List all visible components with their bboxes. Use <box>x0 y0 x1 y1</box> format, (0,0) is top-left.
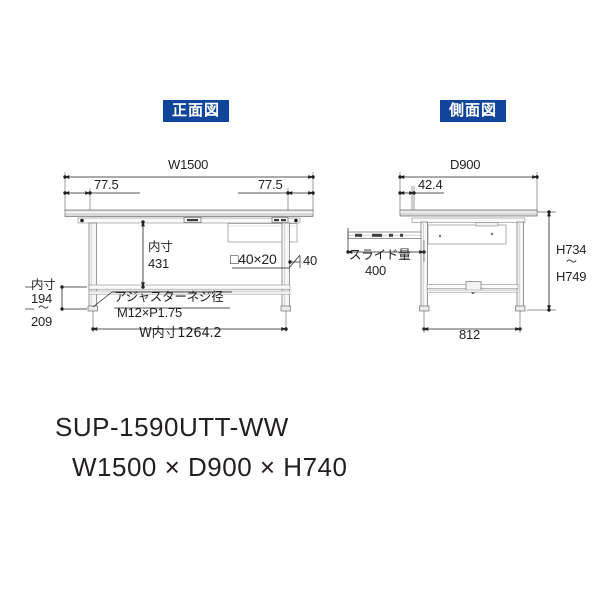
dim-leg-span <box>422 311 522 333</box>
front-corner-dot-left <box>80 218 84 223</box>
dim-label-adjust-range-title: 内寸 <box>31 277 56 292</box>
dim-label-slide-value: 400 <box>365 263 387 278</box>
dim-label-left-offset: 77.5 <box>94 177 119 192</box>
view-label-side: 側面図 <box>440 100 507 122</box>
dim-label-leg-span: 812 <box>459 327 481 342</box>
dim-label-inner-height: 431 <box>148 256 170 271</box>
dim-height-range <box>527 210 556 312</box>
dim-label-adjuster-spec: M12×P1.75 <box>117 305 183 320</box>
leader-tube-spec <box>232 254 301 269</box>
dim-label-height-tilde: 〜 <box>566 256 577 268</box>
dim-overall-depth <box>398 175 539 179</box>
front-right-leg <box>280 222 291 312</box>
dim-label-adjust-tilde: 〜 <box>38 302 49 314</box>
side-view-group <box>346 172 556 333</box>
dim-left-offset <box>63 191 140 195</box>
dim-label-slide: スライド量 <box>349 247 411 262</box>
view-label-front: 正面図 <box>163 100 230 122</box>
dim-inner-width <box>91 327 288 331</box>
front-view-group <box>25 172 315 332</box>
dim-label-tube-depth: 40 <box>303 253 318 268</box>
side-front-leg <box>419 221 430 312</box>
dim-label-overall-depth: D900 <box>450 157 481 172</box>
dim-label-inner: 内寸 <box>148 239 173 254</box>
front-corner-dot-right <box>294 218 298 223</box>
front-centre-handle-detail <box>183 217 202 223</box>
dim-label-inner-width: W内寸1264.2 <box>139 326 222 341</box>
dim-label-adjuster: アジャスターネジ径 <box>114 289 224 304</box>
dim-slide-amount <box>346 240 426 262</box>
dim-label-overall-width: W1500 <box>168 157 209 172</box>
side-table-top <box>399 209 538 217</box>
dim-tube-depth <box>288 256 301 268</box>
dim-label-right-offset: 77.5 <box>258 177 283 192</box>
front-lock-detail <box>271 217 289 223</box>
dim-label-height-max: H749 <box>556 269 587 284</box>
dim-right-offset <box>238 191 315 195</box>
front-lower-stretcher <box>88 284 291 295</box>
dim-inner-height <box>141 220 145 289</box>
dim-overall-width <box>63 175 315 179</box>
side-upper-rail <box>411 217 526 223</box>
front-left-leg <box>87 222 98 312</box>
side-drawer-body <box>427 222 507 245</box>
dim-label-front-offset: 42.4 <box>418 177 443 192</box>
side-lower-brace <box>426 281 519 294</box>
dim-label-height-min: H734 <box>556 242 587 257</box>
dim-front-offset <box>398 191 444 195</box>
product-dimensions: W1500 × D900 × H740 <box>72 452 348 482</box>
product-model: SUP-1590UTT-WW <box>55 412 289 442</box>
front-table-top <box>64 209 314 217</box>
dim-label-tube-spec: □40×20 <box>230 251 277 267</box>
dim-label-adjust-min: 194 <box>31 291 53 306</box>
side-rear-leg <box>515 221 526 312</box>
dim-label-adjust-max: 209 <box>31 314 53 329</box>
dim-adjuster-range <box>25 285 87 311</box>
leader-adjuster <box>92 291 232 309</box>
